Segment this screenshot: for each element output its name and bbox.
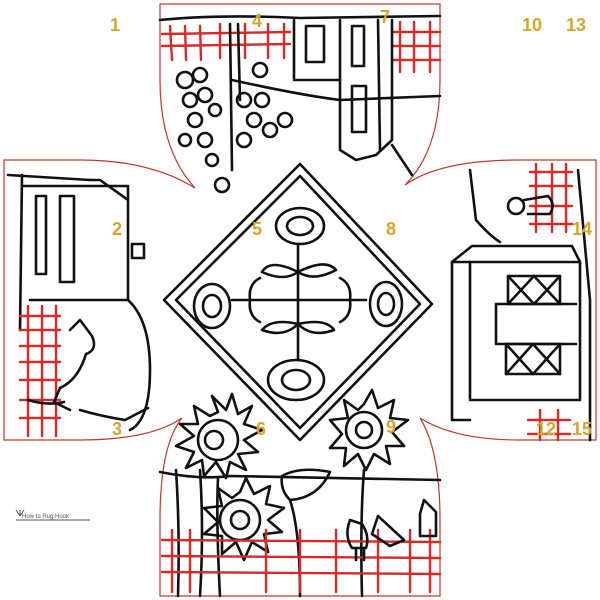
sunflower-icon xyxy=(174,392,264,480)
section-number-8: 8 xyxy=(386,219,397,239)
bottom-arm xyxy=(158,388,442,598)
section-number-6: 6 xyxy=(256,419,267,439)
section-number-14: 14 xyxy=(572,219,593,239)
section-number-13: 13 xyxy=(566,15,587,35)
section-number-5: 5 xyxy=(252,219,263,239)
pattern-outline xyxy=(3,3,597,597)
center-diamond xyxy=(162,162,434,442)
section-number-15: 15 xyxy=(572,419,593,439)
left-arm xyxy=(6,173,152,438)
section-number-2: 2 xyxy=(112,219,123,239)
top-arm xyxy=(158,14,442,194)
logo-icon xyxy=(15,509,90,521)
section-number-12: 12 xyxy=(536,419,557,439)
section-number-10: 10 xyxy=(522,15,543,35)
sunflower-icon xyxy=(202,476,286,562)
section-number-3: 3 xyxy=(112,419,123,439)
section-number-7: 7 xyxy=(380,7,391,27)
section-number-1: 1 xyxy=(110,15,121,35)
logo-text: How to Rug Hook xyxy=(22,514,70,520)
section-number-9: 9 xyxy=(386,417,397,437)
section-number-4: 4 xyxy=(252,11,263,31)
right-arm xyxy=(450,162,592,442)
chicken-icon xyxy=(346,498,438,562)
sunflower-icon xyxy=(328,388,410,472)
